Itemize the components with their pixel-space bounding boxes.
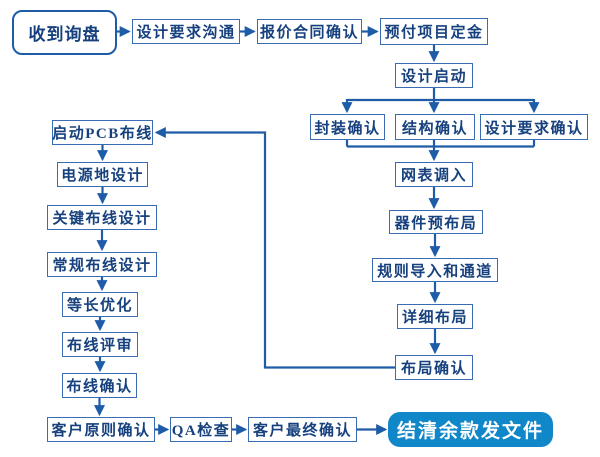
node-customer-final-confirmation: 客户最终确认 <box>248 417 357 442</box>
edge-kickoff-distributor <box>347 88 534 102</box>
edge-placement-to-start-routing <box>154 127 395 369</box>
node-design-requirements-confirmation: 设计要求确认 <box>480 114 588 140</box>
node-qa-check: QA检查 <box>170 417 232 442</box>
node-package-confirmation: 封装确认 <box>310 114 385 140</box>
node-rules-import-and-channels: 规则导入和通道 <box>372 258 498 282</box>
node-netlist-import: 网表调入 <box>395 162 473 187</box>
node-general-routing-design: 常规布线设计 <box>47 252 157 277</box>
node-receive-inquiry: 收到询盘 <box>12 10 117 55</box>
edge-confirmations-converge <box>345 140 536 148</box>
node-start-pcb-routing: 启动PCB布线 <box>52 120 153 145</box>
node-placement-confirmation: 布局确认 <box>395 355 473 380</box>
node-structure-confirmation: 结构确认 <box>395 114 475 140</box>
node-customer-principle-confirmation: 客户原则确认 <box>47 417 155 442</box>
node-routing-confirmation: 布线确认 <box>62 373 137 398</box>
node-critical-routing-design: 关键布线设计 <box>47 205 157 230</box>
node-design-kickoff: 设计启动 <box>395 63 473 88</box>
node-project-deposit-prepayment: 预付项目定金 <box>380 18 488 45</box>
node-quotation-contract-confirmation: 报价合同确认 <box>257 19 362 44</box>
node-design-requirements-communication: 设计要求沟通 <box>132 19 240 44</box>
node-routing-review: 布线评审 <box>62 332 138 357</box>
node-power-ground-design: 电源地设计 <box>57 162 148 187</box>
node-component-pre-placement: 器件预布局 <box>389 210 483 234</box>
node-settle-balance-release-files: 结清余款发文件 <box>388 412 553 447</box>
node-detailed-placement: 详细布局 <box>397 304 473 329</box>
node-length-matching-optimization: 等长优化 <box>62 292 138 317</box>
